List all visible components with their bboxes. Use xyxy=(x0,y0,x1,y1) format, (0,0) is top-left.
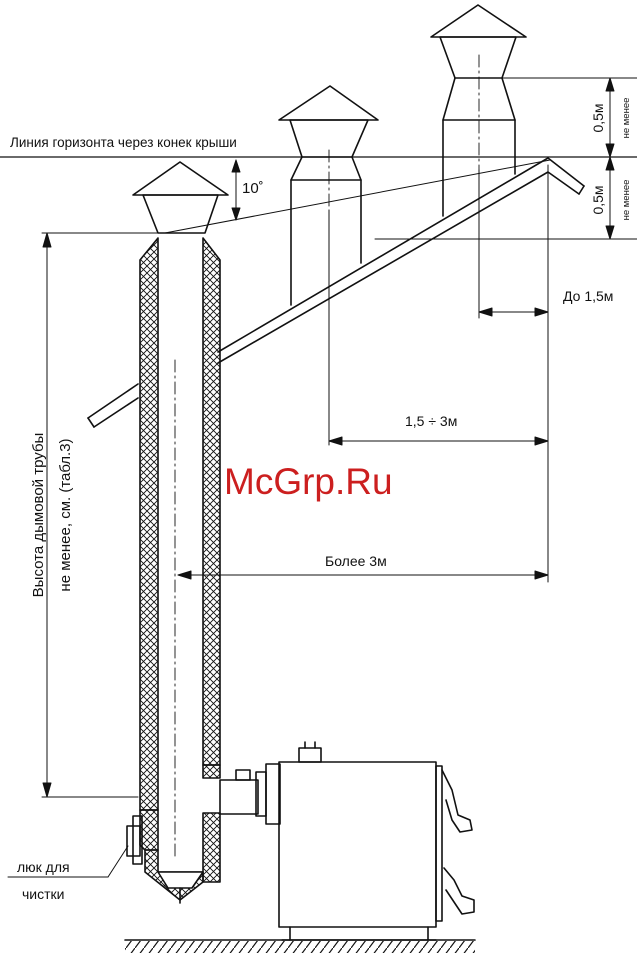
boiler xyxy=(279,742,474,940)
height-vertical-label-line2: не менее, см. (табл.3) xyxy=(57,438,74,591)
chimney-main-cap xyxy=(133,162,228,233)
dist-near-label: До 1,5м xyxy=(563,288,613,304)
cleanout-label-line1: люк для xyxy=(17,859,70,875)
height-bottom-label: 0,5м xyxy=(590,185,606,214)
ground xyxy=(125,940,475,953)
angle-label: 10˚ xyxy=(242,180,264,197)
dist-far-label: Более 3м xyxy=(325,553,387,569)
dim-angle-10deg xyxy=(232,160,240,220)
horizon-line-label: Линия горизонта через конек крыши xyxy=(10,135,237,150)
dim-1-5-to-3m xyxy=(329,437,548,445)
height-top-note: не менее xyxy=(621,98,632,139)
cleanout-label-line2: чистки xyxy=(22,886,64,902)
roof xyxy=(88,158,584,427)
dim-more-than-3m xyxy=(178,571,548,579)
chimney-main-walls xyxy=(140,238,220,882)
dim-up-to-1-5m xyxy=(479,308,548,316)
chimney-main-bottom xyxy=(145,850,203,903)
height-bottom-note: не менее xyxy=(621,180,632,221)
flue-pipe xyxy=(220,764,280,824)
watermark: McGrp.Ru xyxy=(224,461,393,502)
dim-half-meter-bottom xyxy=(606,157,614,239)
height-vertical-label-line1: Высота дымовой трубы xyxy=(30,433,47,598)
height-top-label: 0,5м xyxy=(590,103,606,132)
dist-mid-label: 1,5 ÷ 3м xyxy=(405,413,457,429)
dim-half-meter-top xyxy=(606,78,614,157)
